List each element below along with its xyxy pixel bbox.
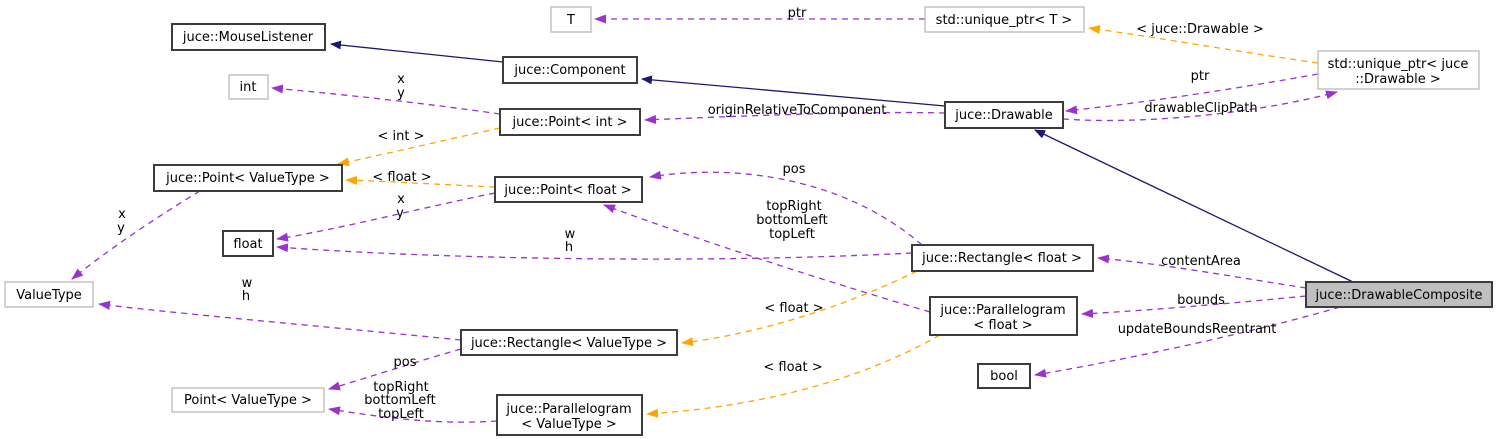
- edge-label-template-jucedrawable: < juce::Drawable >: [1136, 22, 1264, 37]
- edge-rectvaluetype-to-pointvaluetypeplain: [328, 348, 462, 391]
- edge-label-pos-float: pos: [783, 162, 806, 177]
- edge-parallelogramfloat-to-parallelogramvaluetype: [646, 334, 941, 418]
- edge-drawablecomposite-to-rectfloat: [1097, 254, 1307, 289]
- edge-drawable-to-component: [641, 75, 946, 107]
- edge-parallelogramfloat-to-pointfloat: [603, 204, 931, 313]
- edge-label-bottomleft-float: bottomLeft: [756, 213, 827, 228]
- node-int[interactable]: int: [228, 74, 269, 100]
- edge-label-pos-valuetype: pos: [394, 355, 417, 370]
- node-juce-mouselistener[interactable]: juce::MouseListener: [171, 23, 326, 51]
- node-std-unique-ptr-t[interactable]: std::unique_ptr< T >: [924, 6, 1085, 33]
- edge-label-w-valuetype: w: [242, 276, 253, 291]
- edge-component-to-mouselistener: [330, 40, 504, 63]
- edge-label-ptr-drawable: ptr: [1191, 69, 1210, 84]
- edge-label-y-float: y: [396, 206, 404, 221]
- node-point-valuetype-plain[interactable]: Point< ValueType >: [171, 387, 325, 413]
- node-label-line1: std::unique_ptr< juce: [1328, 57, 1469, 72]
- node-label: juce::Point< ValueType >: [165, 171, 330, 186]
- node-label: int: [240, 80, 257, 95]
- node-bool[interactable]: bool: [977, 363, 1031, 389]
- node-juce-rectangle-valuetype[interactable]: juce::Rectangle< ValueType >: [460, 329, 678, 356]
- edge-label-template-float-rect: < float >: [764, 301, 823, 316]
- node-juce-component[interactable]: juce::Component: [502, 56, 638, 84]
- edge-pointvaluetype-to-valuetype: [71, 190, 201, 280]
- node-label: juce::Rectangle< float >: [921, 251, 1082, 266]
- edge-drawable-to-uniqueptrdrawable: [1062, 90, 1338, 122]
- node-label: juce::Drawable: [954, 108, 1053, 123]
- edge-uniqueptrdrawable-to-drawable: [1065, 73, 1319, 115]
- edge-drawable-to-pointint: [644, 111, 946, 125]
- edge-label-origin-relative: originRelativeToComponent: [708, 103, 887, 118]
- edge-label-h-valuetype: h: [242, 289, 250, 304]
- edge-label-topright-valuetype: topRight: [373, 380, 429, 395]
- node-label-line1: juce::Parallelogram: [505, 402, 631, 417]
- node-label: juce::MouseListener: [182, 30, 314, 45]
- node-valuetype[interactable]: ValueType: [4, 281, 94, 308]
- node-juce-parallelogram-valuetype[interactable]: juce::Parallelogram < ValueType >: [496, 394, 643, 436]
- node-juce-point-valuetype[interactable]: juce::Point< ValueType >: [153, 164, 343, 192]
- node-juce-rectangle-float[interactable]: juce::Rectangle< float >: [911, 244, 1094, 272]
- edge-pointfloat-to-float: [276, 192, 496, 242]
- node-float[interactable]: float: [222, 230, 274, 257]
- node-std-unique-ptr-juce-drawable[interactable]: std::unique_ptr< juce ::Drawable >: [1317, 50, 1480, 90]
- edge-label-updateboundsreentrant: updateBoundsReentrant: [1118, 322, 1277, 337]
- edge-rectfloat-to-pointfloat: [649, 170, 923, 246]
- node-juce-drawablecomposite[interactable]: juce::DrawableComposite: [1305, 281, 1493, 308]
- node-label: juce::Point< int >: [511, 115, 627, 130]
- edge-label-w-float: w: [565, 227, 576, 242]
- edge-parallelogramvaluetype-to-pointvaluetypeplain: [328, 406, 498, 423]
- edge-label-x-float: x: [397, 192, 405, 207]
- edge-rectvaluetype-to-valuetype: [98, 300, 462, 341]
- edge-label-template-float-point: < float >: [372, 170, 431, 185]
- node-juce-drawable[interactable]: juce::Drawable: [944, 101, 1064, 129]
- node-label-line2: ::Drawable >: [1355, 72, 1441, 87]
- edge-label-bottomleft-valuetype: bottomLeft: [364, 393, 435, 408]
- edge-label-y-int: y: [397, 86, 405, 101]
- edge-label-drawableclippath: drawableClipPath: [1144, 101, 1257, 116]
- node-label: juce::Component: [513, 63, 625, 78]
- node-label: std::unique_ptr< T >: [936, 13, 1073, 28]
- edge-pointint-to-int: [271, 84, 501, 115]
- edge-drawablecomposite-to-parallelogramfloat: [1081, 295, 1307, 318]
- node-juce-parallelogram-float[interactable]: juce::Parallelogram < float >: [929, 296, 1078, 336]
- edge-label-x-valuetype: x: [118, 207, 126, 222]
- node-label: Point< ValueType >: [184, 393, 312, 408]
- edge-label-template-int: < int >: [378, 129, 425, 144]
- edge-label-topleft-float: topLeft: [769, 227, 815, 242]
- node-label-line2: < float >: [973, 318, 1032, 333]
- node-label-line1: juce::Parallelogram: [939, 303, 1065, 318]
- node-label: T: [566, 13, 575, 28]
- edge-drawablecomposite-to-drawable: [1034, 129, 1354, 283]
- edge-label-x-int: x: [397, 72, 405, 87]
- edge-label-topleft-valuetype: topLeft: [378, 407, 424, 422]
- node-juce-point-float[interactable]: juce::Point< float >: [494, 176, 643, 203]
- edge-pointfloat-to-pointvaluetype: [345, 175, 496, 188]
- node-label: float: [233, 237, 262, 252]
- edge-label-contentarea: contentArea: [1161, 254, 1241, 269]
- edge-label-h-float: h: [565, 240, 573, 255]
- edge-label-topright-float: topRight: [766, 199, 822, 214]
- node-label: bool: [990, 369, 1018, 384]
- edge-rectfloat-to-float: [276, 243, 913, 260]
- edge-label-template-float-parallelogram: < float >: [763, 360, 822, 375]
- node-label: juce::DrawableComposite: [1315, 288, 1483, 303]
- node-t[interactable]: T: [550, 6, 592, 33]
- edge-drawablecomposite-to-bool: [1034, 306, 1341, 378]
- edge-label-y-valuetype: y: [117, 221, 125, 236]
- node-label: juce::Point< float >: [503, 183, 631, 198]
- edge-label-ptr-t: ptr: [788, 6, 807, 21]
- node-label: juce::Rectangle< ValueType >: [470, 336, 667, 351]
- node-label-line2: < ValueType >: [521, 417, 617, 432]
- node-label: ValueType: [16, 288, 82, 303]
- edge-label-bounds: bounds: [1177, 293, 1225, 308]
- edge-pointint-to-pointvaluetype: [337, 127, 501, 167]
- node-juce-point-int[interactable]: juce::Point< int >: [499, 108, 641, 136]
